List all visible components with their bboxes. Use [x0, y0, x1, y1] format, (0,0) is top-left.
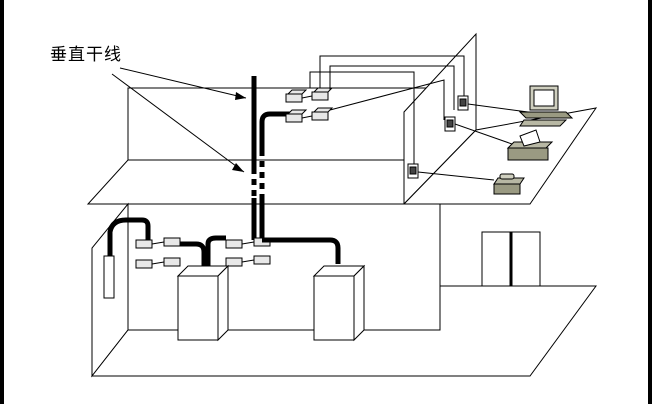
- lower-back-wall: [127, 203, 441, 331]
- switch-icon: [225, 257, 243, 267]
- rack-cabinet-icon: [312, 264, 366, 342]
- wall-outlets: [407, 95, 469, 179]
- wall-outlet-icon: [103, 255, 115, 299]
- switch-icon: [311, 111, 329, 121]
- switch-icon: [285, 93, 303, 103]
- work-area-devices: [417, 85, 574, 195]
- telephone-icon: [493, 173, 525, 195]
- switch-icon: [311, 91, 329, 101]
- lower-equipment: [103, 217, 366, 342]
- upper-switch-cluster: [285, 87, 334, 123]
- vertical-backbone-label: 垂直干线: [50, 45, 122, 65]
- lower-left-switch-cluster: [135, 237, 181, 269]
- rack-cabinet-icon: [176, 264, 230, 342]
- switch-icon: [163, 237, 181, 247]
- upper-back-wall: [127, 87, 441, 161]
- computer-icon: [518, 85, 574, 127]
- switch-icon: [135, 259, 153, 269]
- switch-icon: [286, 89, 308, 95]
- switch-icon: [135, 239, 153, 249]
- upper-floor-slab: [86, 159, 405, 205]
- upper-work-area-floor: [402, 107, 598, 205]
- switch-icon: [163, 257, 181, 267]
- switch-icon: [285, 113, 303, 123]
- vertical-backbone-cable: [251, 76, 292, 240]
- callout-arrows: [111, 67, 247, 173]
- fax-icon: [506, 129, 554, 161]
- switch-icon: [225, 239, 243, 249]
- door-icon: [481, 231, 541, 287]
- upper-horizontal-cables: [309, 55, 465, 166]
- left-edge-bar: [0, 0, 4, 404]
- right-edge-bar: [648, 0, 652, 404]
- switch-icon: [253, 255, 271, 265]
